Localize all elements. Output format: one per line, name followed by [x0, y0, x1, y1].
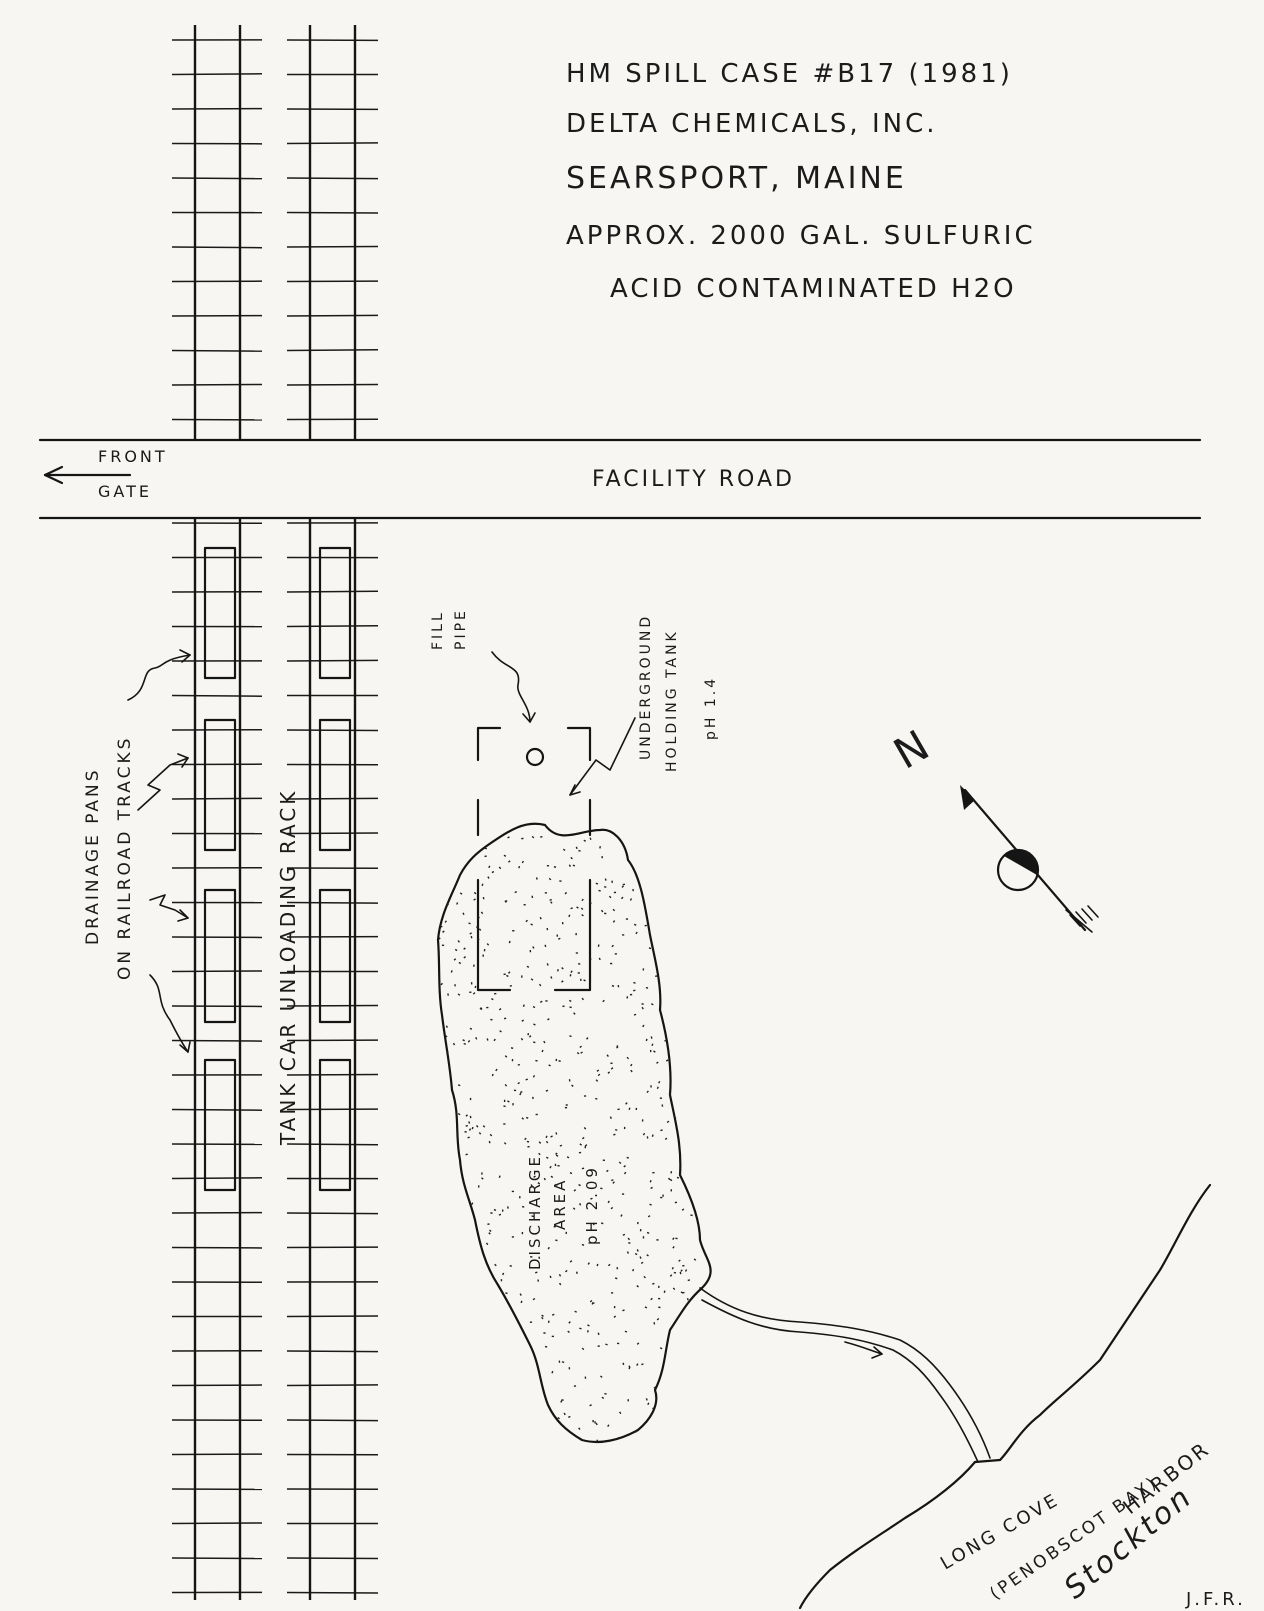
drainage-pointer-arrows — [128, 650, 190, 1052]
tank-label-1: UNDERGROUND — [638, 614, 654, 760]
north-arrow-icon: N — [886, 719, 1099, 932]
underground-holding-tank — [478, 728, 590, 990]
title-block: HM SPILL CASE #B17 (1981) DELTA CHEMICAL… — [566, 59, 1036, 304]
front-gate-label-1: FRONT — [98, 447, 168, 466]
tank-label-2: HOLDING TANK — [664, 629, 680, 772]
discharge-label-2: AREA — [551, 1178, 569, 1230]
fill-pipe-label-1: FILL — [430, 610, 446, 650]
railroad-track-left — [172, 25, 262, 1600]
front-gate-label-2: GATE — [98, 482, 152, 501]
fill-pipe-label-2: PIPE — [453, 608, 469, 650]
title-line-3: SEARSPORT, MAINE — [566, 161, 907, 196]
discharge-label-3: pH 2.09 — [583, 1165, 601, 1245]
title-line-2: DELTA CHEMICALS, INC. — [566, 109, 938, 139]
railroad-track-right — [287, 25, 378, 1600]
facility-road-label: FACILITY ROAD — [592, 467, 795, 492]
svg-text:N: N — [886, 719, 940, 779]
discharge-label-1: DISCHARGE — [526, 1154, 544, 1270]
title-line-5: ACID CONTAMINATED H2O — [610, 274, 1017, 304]
rack-label: TANK CAR UNLOADING RACK — [276, 789, 300, 1146]
tank-pointer-arrow — [570, 718, 635, 795]
drainage-label-2: ON RAILROAD TRACKS — [115, 736, 135, 980]
drainage-stream — [700, 1288, 990, 1462]
drainage-label-1: DRAINAGE PANS — [83, 767, 103, 945]
title-line-4: APPROX. 2000 GAL. SULFURIC — [566, 221, 1036, 251]
initials-label: J.F.R. — [1185, 1589, 1246, 1610]
discharge-area — [438, 824, 711, 1442]
fill-pipe-pointer-arrow — [492, 652, 535, 722]
title-line-1: HM SPILL CASE #B17 (1981) — [566, 59, 1013, 89]
tank-label-3: pH 1.4 — [703, 676, 719, 740]
